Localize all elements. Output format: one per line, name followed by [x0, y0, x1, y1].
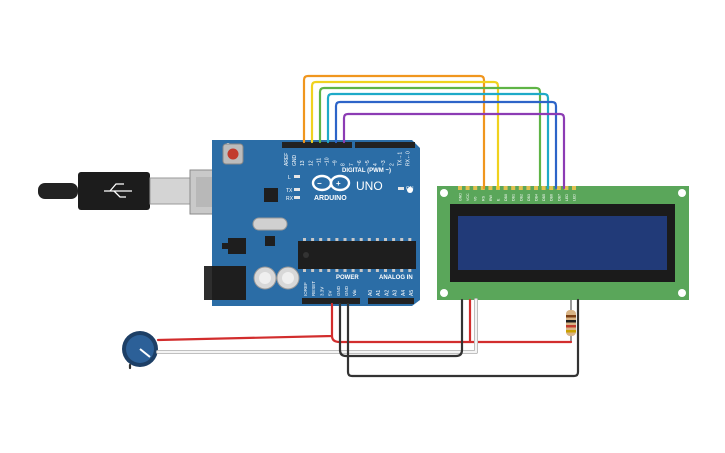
on-label: ON	[406, 186, 414, 192]
lcd-screen	[458, 216, 667, 270]
reset-button-icon[interactable]	[222, 143, 244, 165]
wire-5v-red[interactable]	[156, 302, 334, 342]
pin-label: 3.3V	[319, 287, 324, 296]
wire-db6[interactable]	[334, 100, 558, 190]
lcd-pin-label: E	[497, 198, 501, 201]
lcd-pin-label: GND	[459, 193, 463, 201]
led-tx-label: TX	[286, 188, 293, 194]
wire-db5[interactable]	[326, 92, 550, 190]
svg-text:+: +	[336, 179, 341, 188]
pin-label: TX→1	[397, 152, 403, 166]
voltage-regulator	[228, 238, 246, 254]
atmega-chip	[298, 241, 416, 269]
wire-db4[interactable]	[318, 86, 542, 190]
digital-header-1	[282, 142, 352, 148]
pin-label: ~3	[381, 160, 387, 166]
wires	[128, 74, 580, 378]
capacitor-2	[276, 266, 300, 290]
arduino-model: UNO	[356, 179, 383, 193]
usb-cable-icon[interactable]	[38, 169, 243, 215]
analog-label: ANALOG IN	[379, 275, 413, 281]
pin-label: ~9	[333, 160, 339, 166]
svg-text:−: −	[317, 179, 322, 188]
capacitor-1	[253, 266, 277, 290]
wire-gnd-2[interactable]	[346, 298, 580, 378]
lcd-pin-label: RW	[489, 194, 493, 201]
pin-label: 8	[341, 163, 347, 166]
lcd-pin-label: DB1	[512, 194, 516, 201]
small-chip	[265, 236, 275, 246]
lcd-pin-label: DB4	[535, 194, 539, 201]
pin-label: IOREF	[303, 282, 308, 296]
arduino-brand: ARDUINO	[314, 195, 347, 202]
pin-label: Vin	[352, 289, 357, 296]
pin-label: ~5	[365, 160, 371, 166]
pin-label: A5	[409, 290, 415, 296]
lcd-pin-label: DB3	[527, 194, 531, 201]
pin-label: AREF	[284, 153, 290, 166]
lcd-pin-label: LED	[573, 194, 577, 201]
lcd-pin-label: DB7	[557, 194, 561, 201]
wire-pot-white[interactable]	[156, 298, 478, 354]
wire-gnd-1[interactable]	[338, 298, 464, 358]
pin-label: 7	[349, 163, 355, 166]
pin-label: A0	[368, 290, 374, 296]
pin-label: GND	[292, 155, 298, 167]
wire-db7[interactable]	[342, 112, 566, 190]
lcd-pin-label: LED	[565, 194, 569, 201]
pin-label: 2	[389, 163, 395, 166]
lcd-pin-label: DB5	[542, 194, 546, 201]
digital-label: DIGITAL (PWM ~)	[342, 168, 391, 174]
lcd-pin-label: V0	[474, 197, 478, 201]
pin-label: A1	[376, 290, 382, 296]
lcd-pin-label: VCC	[466, 193, 470, 201]
pin-label: 12	[308, 160, 314, 166]
power-label: POWER	[336, 275, 359, 281]
wire-e[interactable]	[310, 80, 500, 190]
pin-label: 4	[373, 163, 379, 166]
crystal	[252, 217, 288, 231]
wire-rs[interactable]	[302, 74, 486, 190]
usb-chip	[264, 188, 278, 202]
lcd-pin-label: DB2	[519, 194, 523, 201]
pin-label: A4	[401, 290, 407, 296]
power-header	[302, 298, 360, 304]
pin-label: ~10	[325, 157, 331, 166]
pin-label: 5V	[328, 290, 333, 296]
wire-5v-lcd[interactable]	[330, 298, 472, 344]
led-l-label: L	[288, 175, 291, 181]
lcd-pin-label: RS	[481, 195, 485, 201]
led-rx-label: RX	[286, 196, 294, 202]
pin-label: 13	[300, 160, 306, 166]
analog-header	[368, 298, 414, 304]
lcd-pin-label: DB6	[550, 194, 554, 201]
pin-label: A3	[393, 290, 399, 296]
arduino-logo-icon	[311, 174, 351, 192]
pin-label: ~11	[316, 158, 322, 166]
pin-label: GND	[336, 285, 341, 296]
pin-label: RX←0	[406, 151, 412, 166]
lcd-pin-label: DB0	[504, 194, 508, 201]
pin-label: GND	[344, 285, 349, 296]
digital-header-2	[355, 142, 415, 148]
pin-label: A2	[384, 290, 390, 296]
pin-label: RESET	[311, 281, 316, 296]
pin-label: ~6	[357, 160, 363, 166]
resistor-icon[interactable]	[566, 300, 576, 342]
potentiometer-icon[interactable]	[122, 331, 158, 367]
